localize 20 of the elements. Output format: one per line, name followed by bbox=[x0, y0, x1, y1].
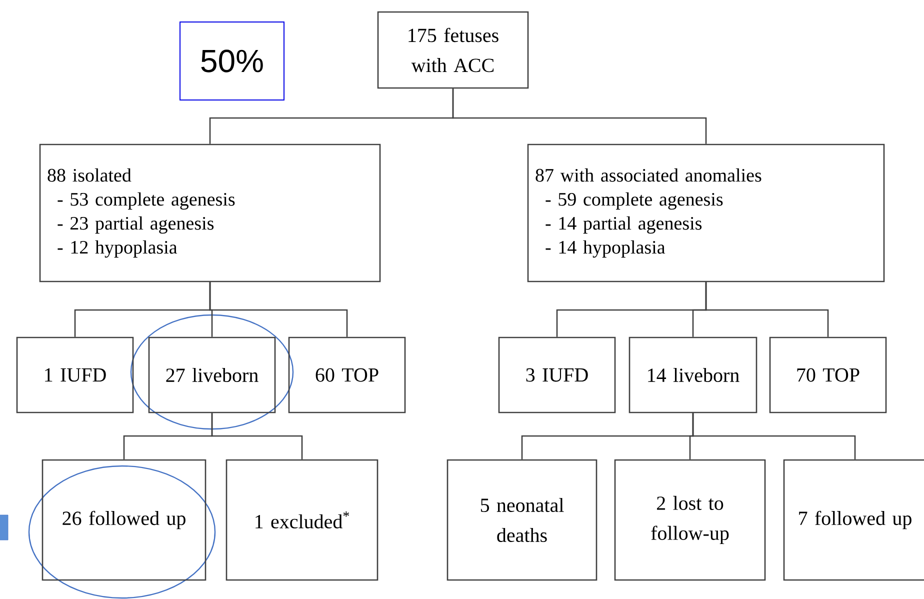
connector-line bbox=[209, 282, 348, 337]
flow-box: 2 lost to follow-up bbox=[614, 459, 766, 581]
flow-box: 5 neonatal deaths bbox=[446, 459, 598, 581]
flow-box: 3 IUFD bbox=[498, 336, 616, 414]
flow-box: 60 TOP bbox=[288, 336, 406, 414]
flow-box: 1 IUFD bbox=[16, 336, 134, 414]
group-box: 88 isolated - 53 complete agenesis - 23 partial agenesis - 12 hypoplasia bbox=[39, 144, 381, 282]
connector-line bbox=[705, 282, 829, 337]
group-box: 87 with associated anomalies - 59 complete agenesis - 14 partial agenesis - 14 hypoplasia bbox=[527, 144, 885, 282]
connector-line bbox=[692, 413, 856, 460]
flow-box: 70 TOP bbox=[769, 336, 887, 414]
flow-box: 175 fetuses with ACC bbox=[377, 11, 529, 89]
connector-line bbox=[452, 88, 707, 144]
flow-box: 27 liveborn bbox=[148, 336, 276, 414]
connector-line bbox=[211, 413, 303, 460]
flow-box: 7 followed up bbox=[783, 459, 924, 581]
flow-box: 1 excluded$^{*}$ bbox=[226, 459, 378, 581]
flow-box: 14 liveborn bbox=[628, 336, 758, 414]
percent-box: 50% bbox=[180, 22, 284, 100]
flow-box: 26 followed up bbox=[42, 459, 206, 581]
